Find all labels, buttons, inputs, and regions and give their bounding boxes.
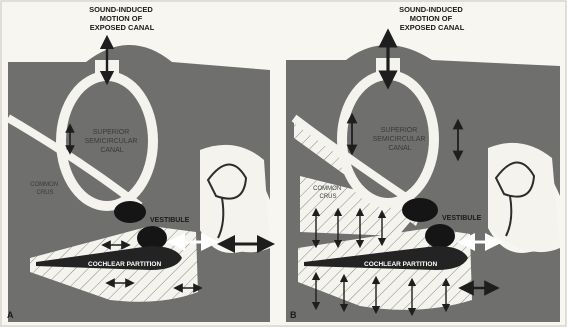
panel-letter-b: B (290, 310, 297, 320)
vestibule-label-b: VESTIBULE (442, 215, 482, 222)
vestibule-label-a: VESTIBULE (150, 217, 190, 224)
panel-b: SOUND-INDUCED MOTION OF EXPOSED CANAL SU… (286, 5, 560, 322)
motion-label-b: SOUND-INDUCED MOTION OF EXPOSED CANAL (399, 5, 465, 32)
partition-label-a: COCHLEAR PARTITION (88, 261, 161, 268)
panel-a: SOUND-INDUCED MOTION OF EXPOSED CANAL SU… (7, 5, 270, 322)
motion-label-a: SOUND-INDUCED MOTION OF EXPOSED CANAL (89, 5, 155, 32)
partition-label-b: COCHLEAR PARTITION (364, 261, 437, 268)
panel-letter-a: A (7, 310, 14, 320)
